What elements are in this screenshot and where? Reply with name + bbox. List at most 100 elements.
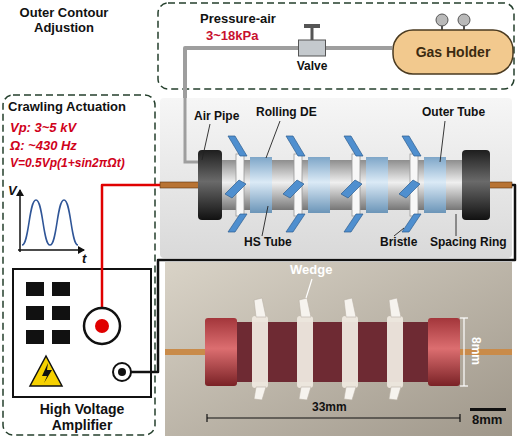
robot-drawing-part [352, 154, 360, 216]
amplifier-box-outline-part [26, 282, 44, 296]
glue-ring-part [342, 316, 358, 388]
waveform-plot [18, 190, 84, 252]
glue-ring-part [252, 316, 268, 388]
frequency-parameter: Ω: ~430 Hz [10, 139, 77, 154]
part-name: Outer Tube [422, 106, 485, 120]
gas-tank-outline-part [436, 14, 448, 26]
robot-drawing-part [410, 154, 418, 216]
callout-label: Wedge [290, 263, 332, 278]
amplifier-box-outline-part [26, 330, 44, 344]
wedge-shape-part [254, 298, 266, 317]
air-pipe [185, 48, 298, 98]
gas-tank-outline-part [393, 30, 513, 74]
amplifier-box-outline-part [26, 306, 44, 320]
axis-label: V [8, 184, 17, 199]
glue-ring-part [297, 316, 313, 388]
amplifier-box-outline-part [52, 306, 70, 320]
prototype-photo-part [428, 318, 460, 386]
bristle-shape-part [283, 180, 304, 198]
bristle-shape [225, 136, 421, 232]
valve-symbol-outline-part [311, 28, 314, 40]
prototype-photo-part [165, 349, 210, 355]
leader-line-part [202, 124, 210, 160]
pressure-range: 3~18kPa [206, 29, 258, 44]
group-frame-outline-part [3, 95, 155, 435]
amplifier-box-outline-part [52, 330, 70, 344]
gas-tank: Gas Holder [392, 12, 514, 76]
leader-line-part [394, 228, 404, 236]
amplifier-label: High Voltage Amplifier [12, 401, 152, 433]
leader-line-part [266, 121, 280, 158]
leader-line-part [456, 214, 457, 236]
robot-drawing-part [220, 160, 464, 210]
pressure-label: Pressure-air [200, 12, 276, 27]
prototype-photo [165, 262, 512, 436]
amplifier-box-outline-part [52, 282, 70, 296]
bristle-shape-part [228, 136, 247, 156]
dimension-label: 33mm [312, 401, 347, 415]
bristle-shape-part [399, 180, 420, 198]
part-name: HS Tube [244, 236, 292, 250]
waveform-plot-part [18, 249, 84, 251]
dimension-line-part [459, 414, 460, 422]
part-name: Air Pipe [194, 110, 239, 124]
bristle-shape-part [341, 180, 362, 198]
group-frame-outline-part [158, 3, 514, 89]
high-voltage-wire [102, 185, 160, 268]
dimension-line-part [463, 318, 464, 386]
robot-drawing-part [308, 157, 330, 213]
amplifier-box: High Voltage Amplifier [12, 268, 152, 434]
amplifier-box-outline-part [30, 356, 62, 386]
amplifier-box-outline-part [113, 363, 131, 381]
signal-formula: V=0.5Vp(1+sin2πΩt) [10, 157, 125, 171]
wedge-shape [254, 298, 401, 400]
wedge-shape-part [299, 387, 311, 400]
robot-drawing [160, 98, 512, 236]
dimension-label: 8mm [468, 337, 482, 365]
part-name: Bristle [380, 236, 417, 250]
amplifier-box-outline-part [118, 368, 126, 376]
glue-ring-part [387, 316, 403, 388]
robot-drawing-part [185, 98, 202, 162]
dimension-line [460, 318, 468, 386]
group-frame: Crawling ActuationVp: 3~5 kVΩ: ~430 HzV=… [2, 94, 156, 436]
wedge-shape-part [254, 387, 266, 400]
prototype-photo-part [455, 349, 512, 355]
amplifier-box-outline-part [131, 371, 152, 374]
waveform-plot-part [22, 200, 78, 245]
bristle-shape-part [402, 136, 421, 156]
bristle-shape-part [286, 214, 305, 232]
bristle-shape-part [344, 214, 363, 232]
wedge-shape-part [344, 298, 356, 317]
valve-symbol-outline-part [299, 40, 326, 56]
robot-panel: Air PipeRolling DEOuter TubeHS TubeBrist… [160, 98, 512, 258]
robot-drawing-part [462, 150, 490, 220]
valve-label: Valve [288, 60, 336, 74]
gas-tank-outline-part [458, 14, 470, 26]
prototype-photo-part [306, 279, 312, 298]
voltage-parameter: Vp: 3~5 kV [10, 121, 76, 136]
ground-wire [152, 185, 515, 372]
dimension-line-part [460, 385, 468, 386]
valve-symbol-outline-part [304, 24, 320, 28]
prototype-photo-part [237, 322, 428, 382]
wedge-shape-part [389, 387, 401, 400]
dimension-line-part [460, 317, 468, 318]
bristle-shape-part [228, 214, 247, 232]
leader-line [202, 121, 456, 236]
leader-line-part [440, 121, 445, 162]
dimension-line-part [207, 417, 460, 418]
wedge-shape-part [344, 387, 356, 400]
part-name: Spacing Ring [430, 236, 507, 250]
air-pipe [326, 46, 392, 50]
scale-label: 8mm [472, 413, 502, 428]
bristle-shape-part [225, 180, 246, 198]
group-frame: Outer Contour Adjustion Pressure-air 3~18k… [0, 0, 518, 92]
wedge-shape-part [389, 298, 401, 317]
dimension-line [207, 414, 460, 422]
robot-drawing-part [424, 157, 446, 213]
group-heading: Outer Contour Adjustion [4, 6, 124, 36]
